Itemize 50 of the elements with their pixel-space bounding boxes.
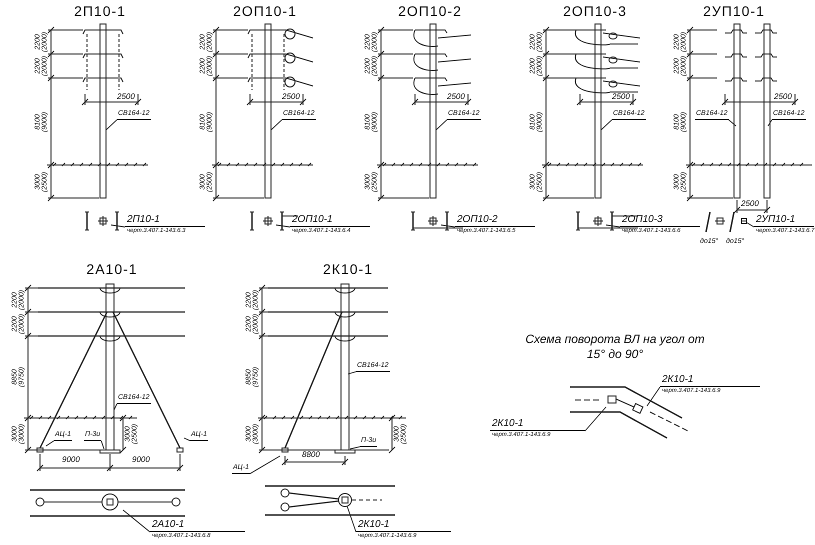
leader-line bbox=[348, 371, 356, 374]
scheme-heading: Схема поворота ВЛ на угол от 15° до 90° bbox=[524, 332, 706, 362]
part-label: 2ОП10-3 bbox=[620, 214, 700, 227]
leader-line bbox=[728, 119, 736, 126]
dimension-value: 2500 bbox=[612, 93, 630, 101]
dimension-value: 2500 bbox=[117, 93, 135, 101]
leader-line bbox=[440, 224, 456, 228]
dimension-value: 2500 bbox=[741, 200, 759, 208]
part-label: 2К10-1 bbox=[660, 374, 760, 387]
drawing-title: 2А10-1 bbox=[86, 262, 138, 276]
dimension-value: 2500 bbox=[282, 93, 300, 101]
dimension-value: 9000 bbox=[62, 456, 80, 464]
leader-line bbox=[106, 119, 118, 130]
drawing-title: 2П10-1 bbox=[74, 4, 126, 18]
leader-line bbox=[346, 506, 356, 532]
part-label: 2А10-1 bbox=[150, 519, 245, 532]
leader-line bbox=[110, 224, 126, 228]
leader-line bbox=[436, 119, 448, 130]
leader-line bbox=[606, 224, 620, 228]
leader-line bbox=[646, 386, 660, 406]
leader-line bbox=[746, 222, 754, 228]
pole-plan-symbol bbox=[338, 493, 352, 507]
part-label: 2П10-1 bbox=[125, 214, 205, 227]
part-label: 2К10-1 bbox=[356, 519, 451, 532]
leader-line bbox=[584, 406, 606, 432]
drawing-title: 2УП10-1 bbox=[703, 4, 765, 18]
dimension-value: 8800 bbox=[302, 451, 320, 459]
drawing-title: 2ОП10-2 bbox=[398, 4, 462, 18]
part-label: 2ОП10-1 bbox=[290, 214, 370, 227]
leader-line bbox=[768, 119, 772, 126]
dimension-value: 9000 bbox=[132, 456, 150, 464]
leader-line bbox=[46, 440, 54, 446]
drawing-title: 2К10-1 bbox=[323, 262, 373, 276]
leader-line bbox=[122, 510, 150, 532]
part-label: 2УП10-1 bbox=[754, 214, 814, 227]
part-label: 2ОП10-2 bbox=[455, 214, 535, 227]
leader-line bbox=[276, 224, 290, 228]
part-label: 2К10-1 bbox=[490, 418, 585, 431]
leader-line bbox=[114, 403, 118, 410]
leader-line bbox=[184, 438, 190, 442]
drawing-title: 2ОП10-3 bbox=[563, 4, 627, 18]
leader-line bbox=[250, 456, 280, 474]
leader-line bbox=[600, 119, 612, 130]
leader-line bbox=[100, 440, 104, 450]
drawing-title: 2ОП10-1 bbox=[233, 4, 297, 18]
dimension-value: 2500 bbox=[447, 93, 465, 101]
leader-line bbox=[350, 446, 360, 450]
pole-plan-symbol bbox=[741, 218, 747, 224]
dimension-value: 2500 bbox=[774, 93, 792, 101]
leader-line bbox=[270, 119, 282, 130]
